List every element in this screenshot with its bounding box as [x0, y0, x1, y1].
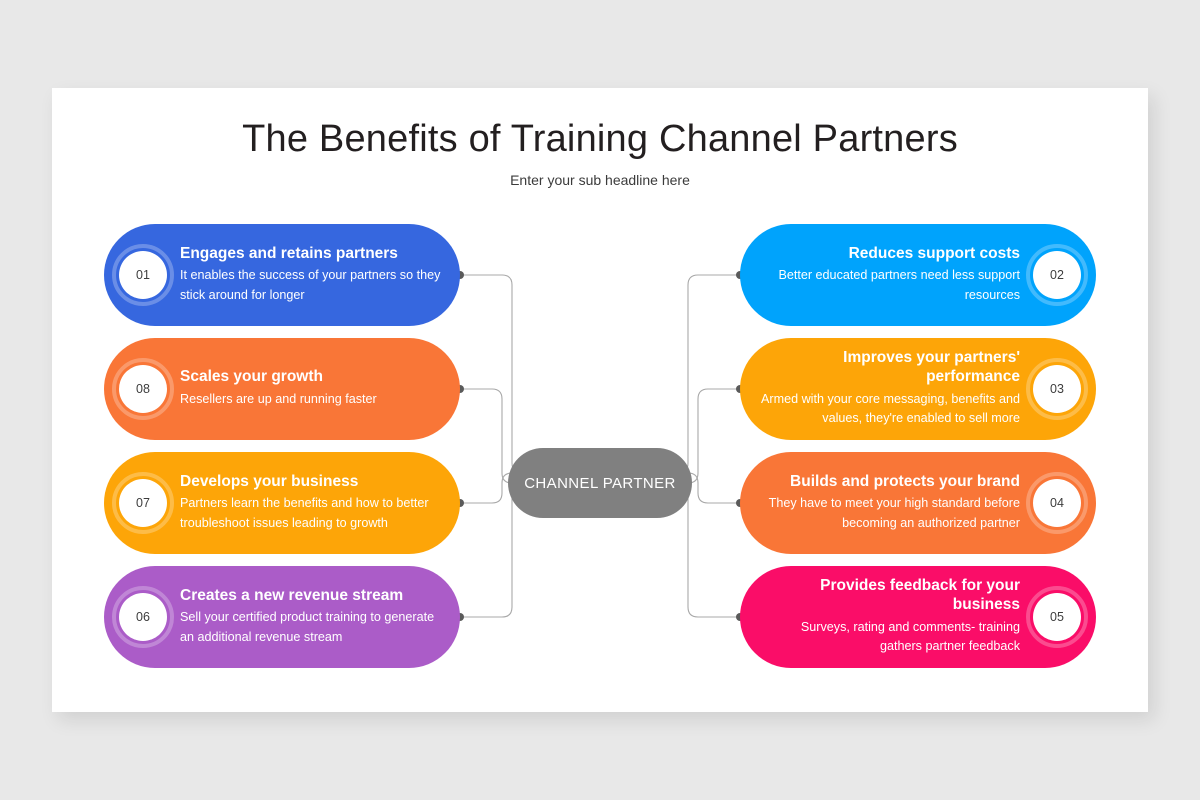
card-description: Partners learn the benefits and how to b… [180, 496, 429, 530]
hub-label: CHANNEL PARTNER [524, 474, 676, 492]
center-hub-node[interactable]: CHANNEL PARTNER [508, 448, 692, 518]
badge-number-04: 04 [1026, 472, 1088, 534]
card-content: Builds and protects your brand They have… [756, 452, 1020, 554]
card-title: Scales your growth [180, 368, 323, 386]
mind-map-diagram: 01 Engages and retains partners It enabl… [52, 88, 1148, 712]
card-title: Reduces support costs [848, 244, 1020, 262]
benefit-card-02[interactable]: 02 Reduces support costs Better educated… [740, 224, 1096, 326]
card-title: Provides feedback for your business [820, 577, 1020, 613]
card-title: Develops your business [180, 472, 359, 490]
page-title: The Benefits of Training Channel Partner… [242, 118, 958, 160]
benefit-card-03[interactable]: 03 Improves your partners' performance A… [740, 338, 1096, 440]
card-description: Resellers are up and running faster [180, 392, 377, 407]
badge-number-03: 03 [1026, 358, 1088, 420]
card-description: Better educated partners need less suppo… [778, 268, 1020, 302]
card-title: Builds and protects your brand [790, 472, 1020, 490]
card-title: Creates a new revenue stream [180, 586, 404, 604]
card-description: It enables the success of your partners … [180, 268, 441, 302]
card-description: Armed with your core messaging, benefits… [760, 391, 1020, 426]
slide-panel: The Benefits of Training Channel Partner… [52, 88, 1148, 712]
card-title: Improves your partners' performance [843, 349, 1020, 385]
card-content: Engages and retains partners It enables … [180, 224, 444, 326]
benefit-card-06[interactable]: 06 Creates a new revenue stream Sell you… [104, 566, 460, 668]
page-subtitle: Enter your sub headline here [510, 172, 690, 188]
card-title: Engages and retains partners [180, 244, 398, 262]
badge-number-07: 07 [112, 472, 174, 534]
card-content: Reduces support costs Better educated pa… [756, 224, 1020, 326]
badge-number-06: 06 [112, 586, 174, 648]
card-content: Provides feedback for your business Surv… [756, 566, 1020, 668]
benefit-card-01[interactable]: 01 Engages and retains partners It enabl… [104, 224, 460, 326]
badge-number-02: 02 [1026, 244, 1088, 306]
card-content: Creates a new revenue stream Sell your c… [180, 566, 444, 668]
card-content: Scales your growth Resellers are up and … [180, 338, 444, 440]
card-description: Sell your certified product training to … [180, 610, 435, 644]
benefit-card-07[interactable]: 07 Develops your business Partners learn… [104, 452, 460, 554]
card-content: Improves your partners' performance Arme… [756, 338, 1020, 440]
card-description: Surveys, rating and comments- training g… [800, 619, 1020, 654]
card-content: Develops your business Partners learn th… [180, 452, 444, 554]
benefit-card-05[interactable]: 05 Provides feedback for your business S… [740, 566, 1096, 668]
badge-number-08: 08 [112, 358, 174, 420]
badge-number-01: 01 [112, 244, 174, 306]
card-description: They have to meet your high standard bef… [768, 496, 1020, 530]
benefit-card-04[interactable]: 04 Builds and protects your brand They h… [740, 452, 1096, 554]
benefit-card-08[interactable]: 08 Scales your growth Resellers are up a… [104, 338, 460, 440]
badge-number-05: 05 [1026, 586, 1088, 648]
